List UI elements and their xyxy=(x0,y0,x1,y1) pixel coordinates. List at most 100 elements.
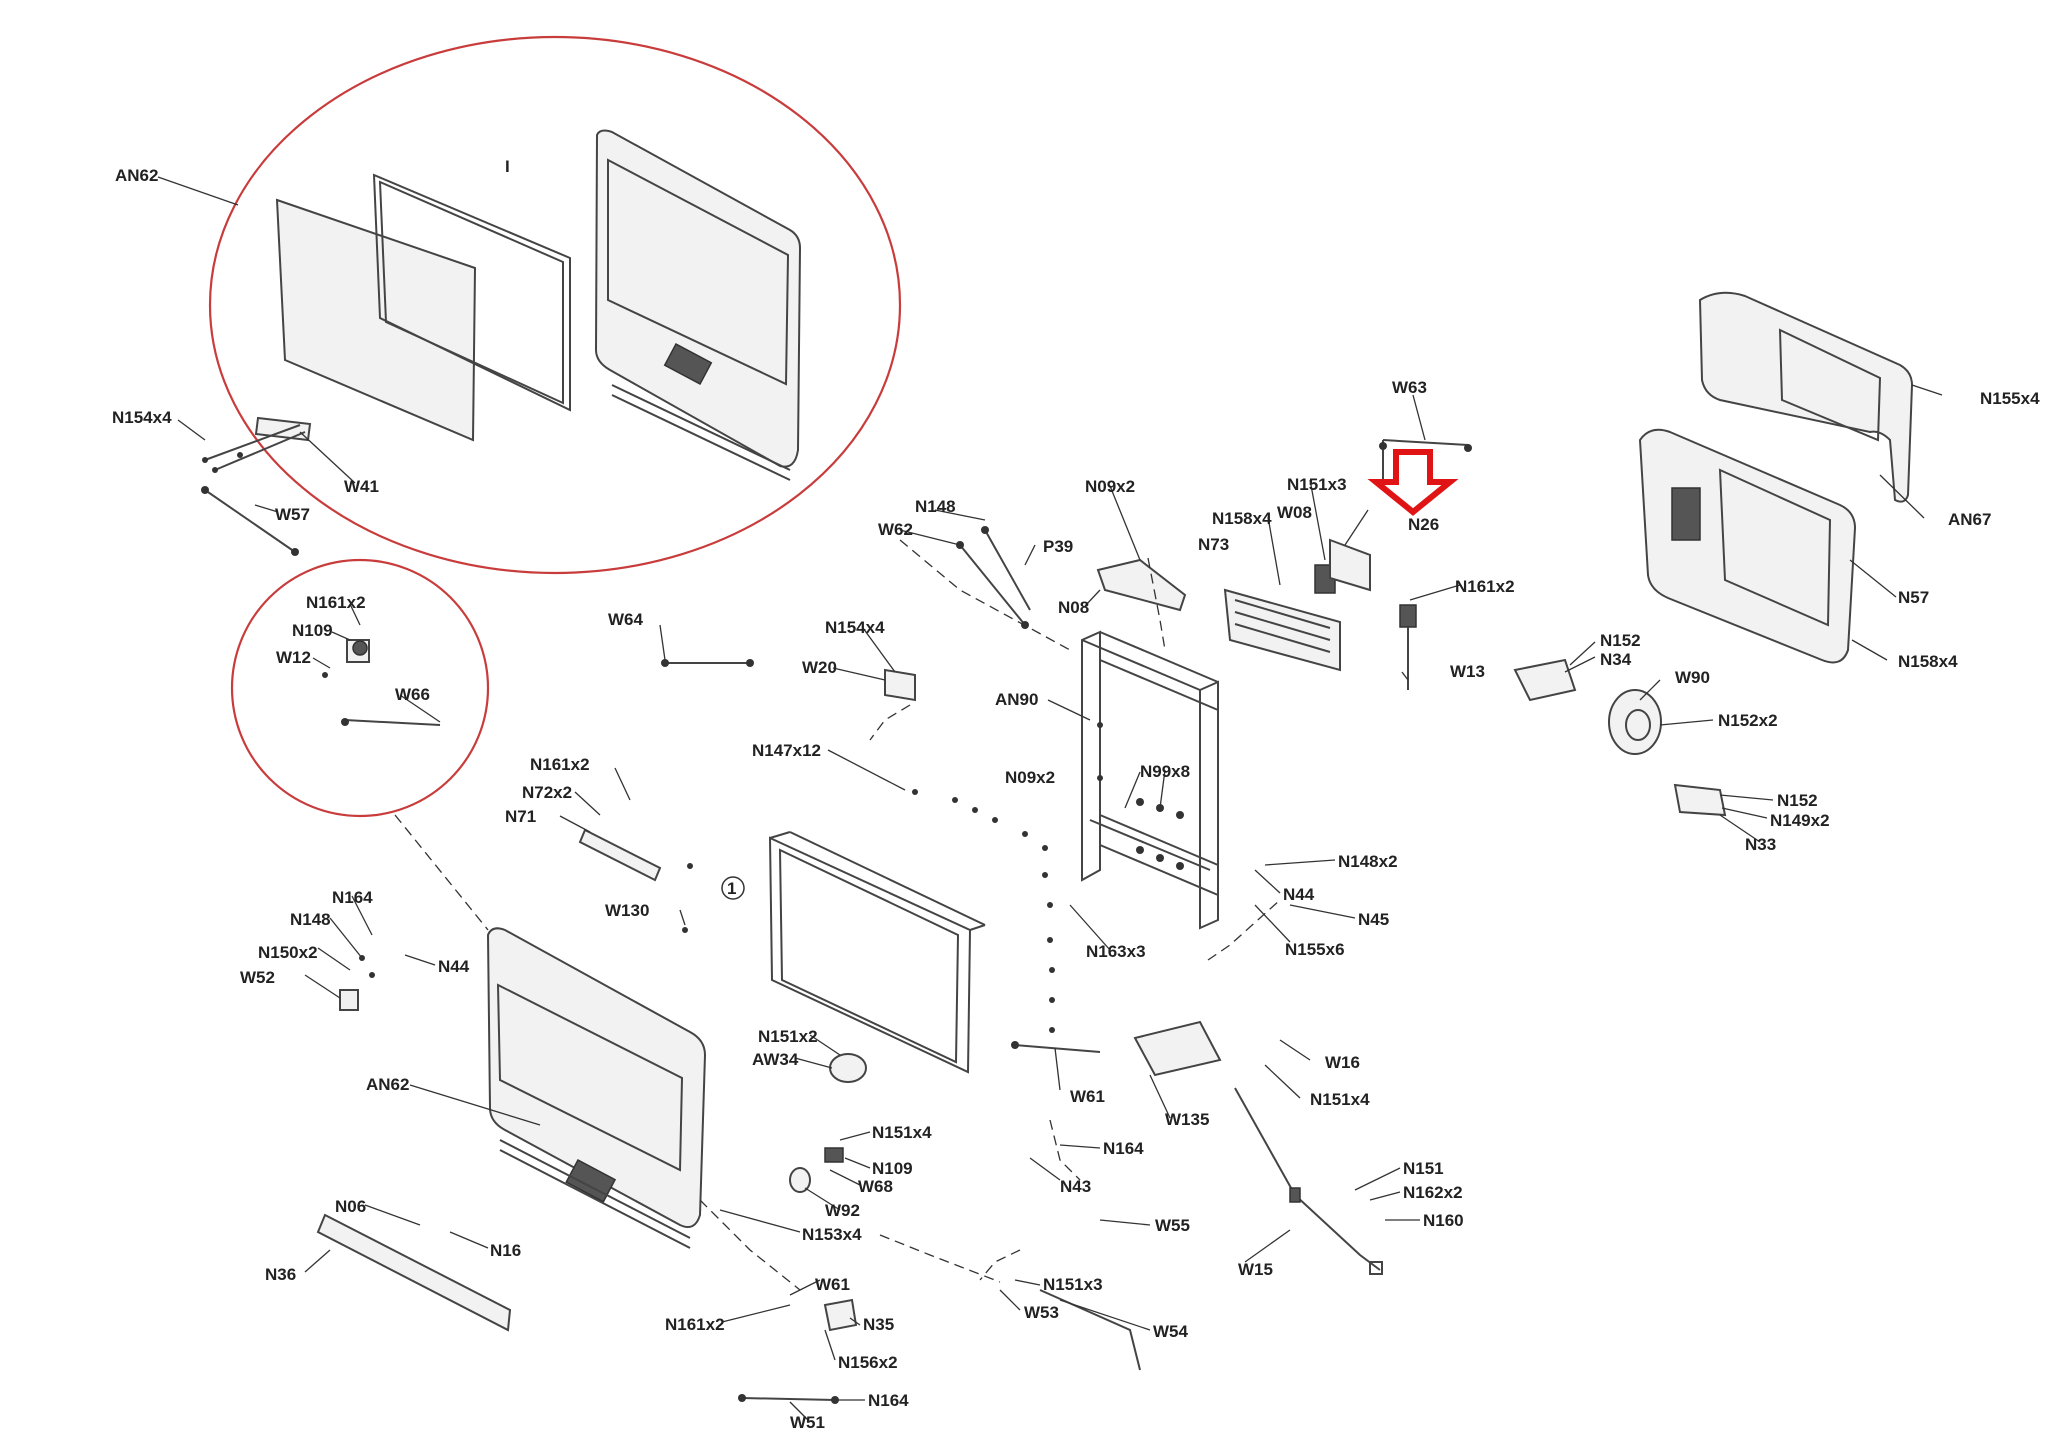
small-parts-w12-w66 xyxy=(322,639,441,726)
label-w130: W130 xyxy=(605,901,649,920)
label-n148-b: N148 xyxy=(290,910,331,929)
callout-number-1: 1 xyxy=(727,879,736,898)
label-w63-top: W63 xyxy=(1392,378,1427,397)
label-n158x4-a: N158x4 xyxy=(1212,509,1272,528)
cable-w51 xyxy=(738,1394,839,1404)
label-n109-b: N109 xyxy=(872,1159,913,1178)
label-n73: N73 xyxy=(1198,535,1229,554)
component-n73-w08 xyxy=(1223,538,1371,672)
label-n151x3-a: N151x3 xyxy=(1287,475,1347,494)
label-w54: W54 xyxy=(1153,1322,1189,1341)
label-n156x2: N156x2 xyxy=(838,1353,898,1372)
label-w61-b: W61 xyxy=(815,1275,850,1294)
label-w61-a: W61 xyxy=(1070,1087,1105,1106)
label-n44-b: N44 xyxy=(438,957,470,976)
label-n152-a: N152 xyxy=(1600,631,1641,650)
label-w57: W57 xyxy=(275,505,310,524)
label-n151x4-b: N151x4 xyxy=(872,1123,932,1142)
label-n150x2: N150x2 xyxy=(258,943,318,962)
label-w20: W20 xyxy=(802,658,837,677)
indicator-arrow xyxy=(1367,449,1459,516)
label-n99x8: N99x8 xyxy=(1140,762,1190,781)
front-shroud-n57 xyxy=(1638,428,1857,664)
cable-w54 xyxy=(1039,1289,1141,1371)
label-n164-b: N164 xyxy=(1103,1139,1144,1158)
label-an62-bottom: AN62 xyxy=(366,1075,409,1094)
label-n161x2-a: N161x2 xyxy=(306,593,366,612)
label-aw34: AW34 xyxy=(752,1050,799,1069)
label-w15: W15 xyxy=(1238,1260,1273,1279)
label-n33: N33 xyxy=(1745,835,1776,854)
label-an90: AN90 xyxy=(995,690,1038,709)
label-n16: N16 xyxy=(490,1241,521,1260)
label-n36: N36 xyxy=(265,1265,296,1284)
label-w92: W92 xyxy=(825,1201,860,1220)
label-w68: W68 xyxy=(858,1177,893,1196)
main-frame-an90 xyxy=(1081,630,1219,930)
cable-w64 xyxy=(661,659,754,667)
board-w135 xyxy=(1133,1020,1222,1077)
label-n34: N34 xyxy=(1600,650,1632,669)
label-an62-top: AN62 xyxy=(115,166,158,185)
label-n154x4-b: N154x4 xyxy=(825,618,885,637)
label-w51: W51 xyxy=(790,1413,825,1432)
label-p39: P39 xyxy=(1043,537,1073,556)
label-n43: N43 xyxy=(1060,1177,1091,1196)
display-glass-panel xyxy=(275,198,477,442)
label-n151x3-b: N151x3 xyxy=(1043,1275,1103,1294)
speaker-aw34 xyxy=(829,1053,867,1083)
assembly-dashed-lines xyxy=(394,539,1281,1291)
label-n162x2: N162x2 xyxy=(1403,1183,1463,1202)
screw-w130 xyxy=(682,927,688,933)
label-w64: W64 xyxy=(608,610,644,629)
label-n109-a: N109 xyxy=(292,621,333,640)
trim-piece-n36 xyxy=(316,1213,512,1332)
bracket-n34 xyxy=(1513,658,1577,702)
label-n09x2-a: N09x2 xyxy=(1085,477,1135,496)
mark-label-i: I xyxy=(505,157,510,176)
label-n152x2-a: N152x2 xyxy=(1718,711,1778,730)
label-n09x2-b: N09x2 xyxy=(1005,768,1055,787)
label-w55: W55 xyxy=(1155,1216,1190,1235)
label-n164-a: N164 xyxy=(332,888,373,907)
label-n72x2: N72x2 xyxy=(522,783,572,802)
lcd-module xyxy=(768,831,986,1074)
label-n149x2: N149x2 xyxy=(1770,811,1830,830)
bracket-n08 xyxy=(1096,558,1187,612)
label-w135: W135 xyxy=(1165,1110,1209,1129)
display-bracket-w41 xyxy=(202,416,312,473)
lcd-screws xyxy=(912,789,1055,1033)
label-n151x2-a: N151x2 xyxy=(758,1027,818,1046)
label-n45: N45 xyxy=(1358,910,1389,929)
connector-w13 xyxy=(1399,604,1417,690)
label-n155x6: N155x6 xyxy=(1285,940,1345,959)
label-n151-a: N151 xyxy=(1403,1159,1444,1178)
bracket-n35 xyxy=(823,1298,858,1332)
connector-w68-w92 xyxy=(789,1147,844,1193)
label-n44-a: N44 xyxy=(1283,885,1315,904)
label-w12: W12 xyxy=(276,648,311,667)
console-front-bezel xyxy=(486,927,707,1249)
cable-w61 xyxy=(1011,1041,1101,1053)
label-n35: N35 xyxy=(863,1315,894,1334)
label-n161x2-c: N161x2 xyxy=(530,755,590,774)
part-labels: AN62 N154x4 W41 W57 N161x2 N109 W12 W66 … xyxy=(112,166,2040,1432)
cable-w57 xyxy=(201,486,299,556)
bracket-n71 xyxy=(578,828,693,882)
label-n154x4-a: N154x4 xyxy=(112,408,172,427)
label-n164-c: N164 xyxy=(868,1391,909,1410)
cable-w63 xyxy=(1379,439,1472,480)
rear-shroud-an67 xyxy=(1698,291,1914,503)
label-n26: N26 xyxy=(1408,515,1439,534)
label-n147x12: N147x12 xyxy=(752,741,821,760)
label-n148-a: N148 xyxy=(915,497,956,516)
bracket-w20 xyxy=(884,668,916,702)
label-w90: W90 xyxy=(1675,668,1710,687)
label-n160: N160 xyxy=(1423,1211,1464,1230)
label-n57: N57 xyxy=(1898,588,1929,607)
display-frame-panel xyxy=(372,173,571,412)
label-an67: AN67 xyxy=(1948,510,1991,529)
label-n152-b: N152 xyxy=(1777,791,1818,810)
label-n148x2: N148x2 xyxy=(1338,852,1398,871)
